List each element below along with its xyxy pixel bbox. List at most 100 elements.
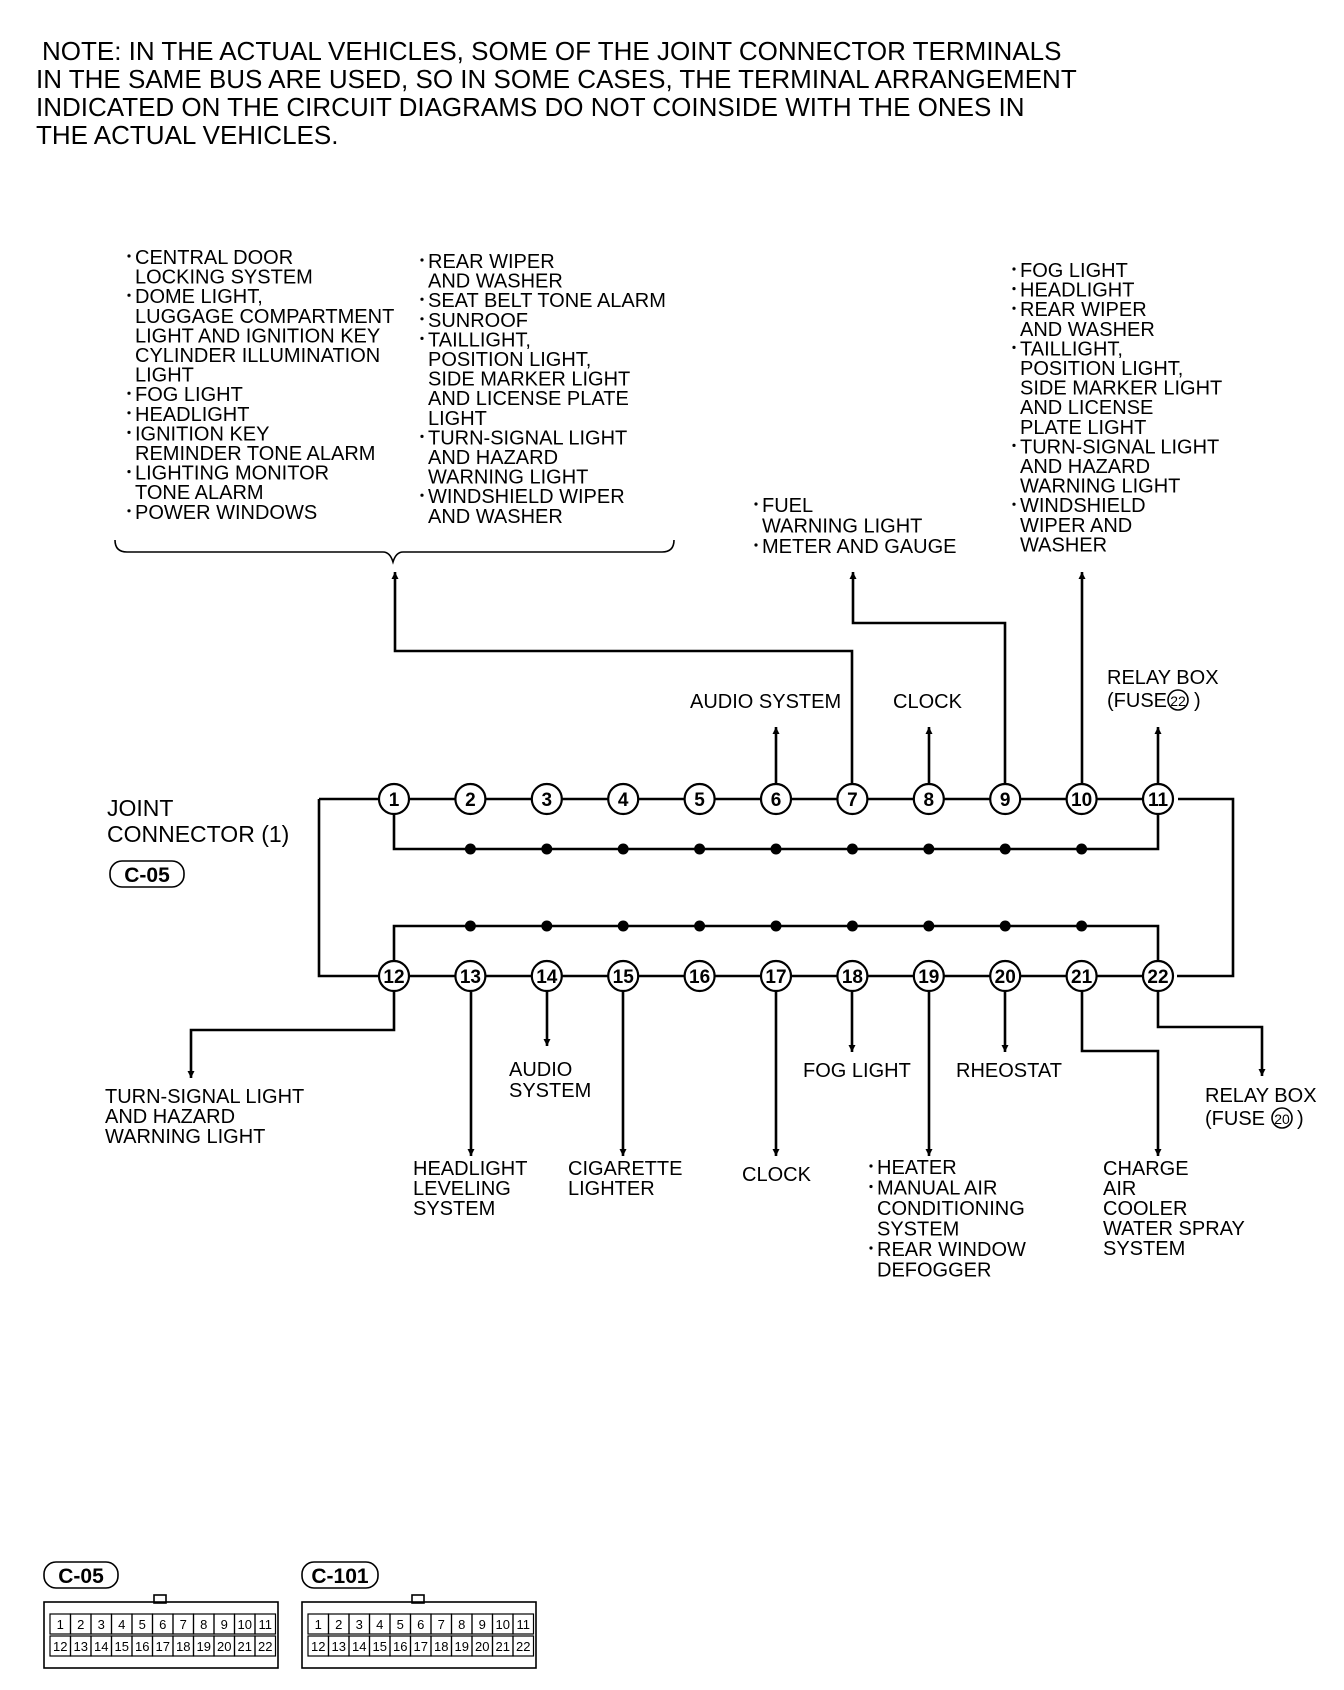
bullet-dot	[420, 258, 424, 262]
note-line-4: THE ACTUAL VEHICLES.	[36, 120, 338, 150]
relay-box-bottom-line1: RELAY BOX	[1205, 1085, 1317, 1107]
view-cell-label: 2	[77, 1617, 84, 1632]
view-cell-label: 11	[259, 1617, 273, 1632]
view-code-badge	[43, 1561, 119, 1589]
pin-4-circle	[607, 782, 640, 816]
relay-box-top-line1: RELAY BOX	[1107, 667, 1219, 689]
view-cell-label: 2	[335, 1617, 342, 1632]
pin-2-number: 2	[465, 790, 476, 811]
bullet-dot	[869, 1246, 873, 1250]
rheostat-label: RHEOSTAT	[956, 1060, 1062, 1082]
bullet-dot	[869, 1164, 873, 1168]
cigarette-lighter-line-2: LIGHTER	[568, 1178, 655, 1200]
pin-12-number: 12	[383, 967, 404, 988]
joint-connector-label-line2: CONNECTOR (1)	[107, 821, 289, 847]
audio-system-line-2: SYSTEM	[509, 1080, 591, 1102]
pin-20-number: 20	[995, 967, 1016, 988]
view-cell-label: 7	[180, 1617, 187, 1632]
pin-4-number: 4	[618, 790, 629, 811]
joint-connector-label-line1: JOINT	[107, 795, 173, 821]
left-group-item-2-line-5: LIGHT	[135, 365, 194, 387]
middle-group-item-4-line-3: SIDE MARKER LIGHT	[428, 369, 630, 391]
left-group-item-4-line-1: HEADLIGHT	[135, 404, 249, 426]
fuse-20-number: 20	[1274, 1111, 1290, 1127]
clock-bottom-label: CLOCK	[742, 1164, 812, 1186]
pin-17-number: 17	[765, 967, 786, 988]
pin-12-circle	[377, 959, 411, 993]
pin-18-number: 18	[842, 967, 863, 988]
middle-group-item-6-line-1: WINDSHIELD WIPER	[428, 486, 625, 508]
view-cell	[512, 1635, 535, 1657]
heater-group-item-3-line-2: DEFOGGER	[877, 1260, 991, 1282]
view-cell-label: 16	[393, 1639, 407, 1654]
view-cell-label: 20	[475, 1639, 489, 1654]
junction-dot	[770, 920, 782, 932]
view-code-C-05: C-05	[58, 1565, 104, 1588]
left-group-item-1-line-1: CENTRAL DOOR	[135, 247, 293, 269]
right-group-item-2-line-1: HEADLIGHT	[1020, 280, 1134, 302]
pin-15-circle	[607, 959, 640, 993]
junction-dot	[1076, 843, 1088, 855]
bullet-dot	[420, 297, 424, 301]
headlight-leveling-line-3: SYSTEM	[413, 1198, 495, 1220]
view-cell-label: 22	[516, 1639, 530, 1654]
view-cell-label: 4	[376, 1617, 383, 1632]
pin-22-circle	[1141, 959, 1175, 993]
pin-16-number: 16	[689, 967, 710, 988]
view-cell-label: 1	[57, 1617, 64, 1632]
junction-dot	[923, 843, 935, 855]
pin-1-number: 1	[389, 790, 400, 811]
right-group-item-5-line-2: AND HAZARD	[1020, 456, 1150, 478]
relay-box-top-label: RELAY BOX (FUSE 22 )	[1107, 667, 1219, 712]
bullet-dot	[1012, 345, 1016, 349]
left-group-item-6-line-2: TONE ALARM	[135, 482, 264, 504]
pin-14-circle	[530, 959, 563, 993]
view-cell-label: 19	[197, 1639, 211, 1654]
view-cell-label: 1	[315, 1617, 322, 1632]
pin-20-circle	[989, 959, 1022, 993]
view-latch	[411, 1594, 425, 1604]
cigarette-lighter-line-1: CIGARETTE	[568, 1158, 682, 1180]
pin-13-number: 13	[460, 967, 481, 988]
heater-group-item-2-line-2: CONDITIONING	[877, 1198, 1025, 1220]
pin-9-number: 9	[1000, 790, 1011, 811]
pin-19-number: 19	[918, 967, 939, 988]
junction-dot	[1076, 920, 1088, 932]
junction-dot	[541, 920, 553, 932]
middle-group-item-2-line-1: SEAT BELT TONE ALARM	[428, 290, 666, 312]
charge-air-line-4: WATER SPRAY	[1103, 1218, 1245, 1240]
view-cell-label: 22	[258, 1639, 272, 1654]
bullet-dot	[1012, 267, 1016, 271]
fuse-20-circle	[1271, 1107, 1293, 1129]
view-cell-label: 17	[414, 1639, 428, 1654]
headlight-leveling-line-2: LEVELING	[413, 1178, 511, 1200]
junction-dot	[541, 843, 553, 855]
view-cell-label: 9	[479, 1617, 486, 1632]
pin-5-circle	[683, 782, 716, 816]
bullet-dot	[1012, 306, 1016, 310]
view-cell-label: 21	[238, 1639, 252, 1654]
bullet-dot	[1012, 287, 1016, 291]
pin-13-circle	[454, 959, 487, 993]
pin-21-circle	[1065, 959, 1098, 993]
junction-dot	[617, 920, 629, 932]
note-text: NOTE: IN THE ACTUAL VEHICLES, SOME OF TH…	[36, 36, 1077, 150]
junction-dot	[999, 843, 1011, 855]
charge-air-line-1: CHARGE	[1103, 1158, 1189, 1180]
right-group-item-3-line-2: AND WASHER	[1020, 319, 1155, 341]
left-group-item-6-line-1: LIGHTING MONITOR	[135, 463, 329, 485]
left-group-item-2-line-1: DOME LIGHT,	[135, 286, 263, 308]
headlight-leveling-line-1: HEADLIGHT	[413, 1158, 527, 1180]
view-latch	[153, 1594, 167, 1604]
right-group-item-5-line-3: WARNING LIGHT	[1020, 476, 1180, 498]
pin-2-circle	[454, 782, 487, 816]
pin-11-number: 11	[1148, 790, 1169, 811]
pin-18-circle	[836, 959, 869, 993]
heater-group-item-2-line-1: MANUAL AIR	[877, 1178, 997, 1200]
view-cell-label: 16	[135, 1639, 149, 1654]
right-group-item-6-line-2: WIPER AND	[1020, 515, 1132, 537]
junction-dot	[770, 843, 782, 855]
view-cell-label: 9	[221, 1617, 228, 1632]
